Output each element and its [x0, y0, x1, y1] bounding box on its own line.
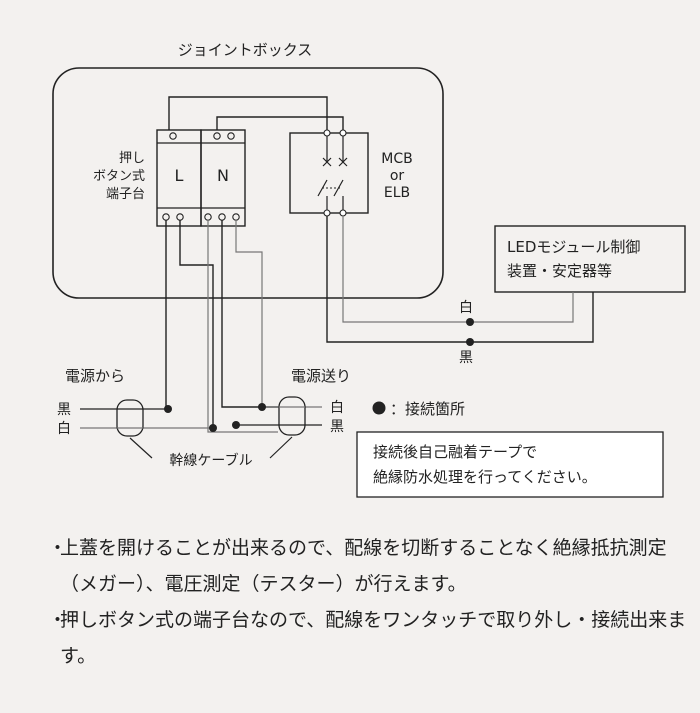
- source-to-label: 電源送り: [291, 367, 351, 385]
- wire-white-label: 白: [459, 300, 473, 316]
- connection-points: [164, 318, 474, 432]
- note-text: 押しボタン式の端子台なので、配線をワンタッチで取り外し・接続出来ます。: [60, 609, 687, 667]
- junction-box-outline: [52, 67, 444, 299]
- terminal-block-label-3: 端子台: [106, 187, 145, 202]
- wiring-diagram: ジョイントボックス L N 押し ボタン式 端子台 MCB or EL: [52, 41, 686, 498]
- note-item: ・ 上蓋を開けることが出来るので、配線を切断することなく絶縁抵抗測定（メガー）、…: [48, 530, 688, 602]
- source-from-label: 電源から: [65, 367, 125, 385]
- led-unit-label-2: 装置・安定器等: [507, 262, 612, 280]
- tape-note-line-2: 絶縁防水処理を行ってください。: [373, 468, 597, 486]
- terminal-block-label-2: ボタン式: [93, 169, 145, 184]
- tape-note-line-1: 接続後自己融着テープで: [373, 443, 537, 461]
- trunk-cable-label: 幹線ケーブル: [169, 452, 252, 469]
- breaker-label-3: ELB: [384, 185, 410, 201]
- source-cable-to: [236, 396, 322, 436]
- led-unit-label-1: LEDモジュール制御: [507, 238, 640, 256]
- breaker-label-1: MCB: [381, 151, 412, 167]
- from-black-label: 黒: [57, 402, 71, 418]
- from-white-label: 白: [57, 421, 71, 437]
- terminal-l-label: L: [175, 166, 184, 185]
- junction-box-label: ジョイントボックス: [178, 41, 313, 59]
- internal-wires: [165, 96, 594, 425]
- terminal-block: L N: [156, 129, 246, 227]
- led-unit-box: [494, 225, 686, 293]
- connection-legend-label: ：接続箇所: [390, 400, 465, 418]
- connection-legend-dot: [372, 401, 386, 415]
- tape-note-box: [356, 431, 664, 498]
- source-cable-from: [80, 399, 215, 437]
- notes-list: ・ 上蓋を開けることが出来るので、配線を切断することなく絶縁抵抗測定（メガー）、…: [48, 530, 688, 674]
- breaker-label-2: or: [390, 168, 405, 184]
- wire-black-label: 黒: [459, 350, 473, 366]
- note-item: ・ 押しボタン式の端子台なので、配線をワンタッチで取り外し・接続出来ます。: [48, 602, 688, 674]
- note-text: 上蓋を開けることが出来るので、配線を切断することなく絶縁抵抗測定（メガー）、電圧…: [60, 537, 667, 595]
- to-white-label: 白: [330, 400, 344, 416]
- terminal-n-label: N: [217, 166, 229, 185]
- trunk-cable-bracket: [129, 436, 293, 459]
- to-black-label: 黒: [330, 419, 344, 435]
- breaker: [289, 129, 369, 217]
- terminal-block-label-1: 押し: [119, 151, 145, 166]
- white-wires: [207, 216, 574, 433]
